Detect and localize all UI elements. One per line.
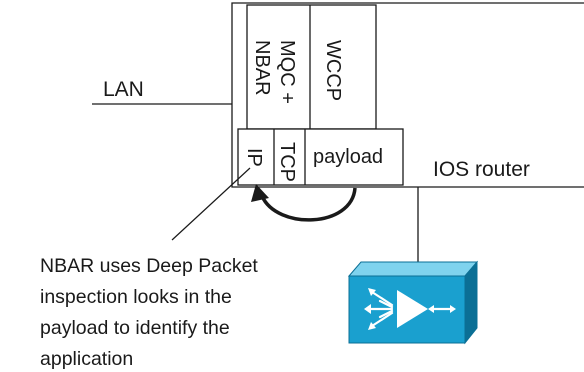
callout-line-3: payload to identify the bbox=[40, 317, 230, 339]
feature-stack-frame bbox=[246, 4, 377, 130]
router-label: IOS router bbox=[433, 158, 530, 181]
content-engine-icon bbox=[347, 260, 479, 345]
inspection-arrowhead bbox=[251, 184, 269, 202]
inspection-curve bbox=[260, 187, 357, 222]
packet-payload-label: payload bbox=[313, 146, 383, 168]
packet-frame bbox=[237, 128, 404, 186]
callout-line-4: application bbox=[40, 348, 133, 370]
stack-wccp-label: WCCP bbox=[322, 40, 344, 101]
callout-line-1: NBAR uses Deep Packet bbox=[40, 255, 258, 277]
lan-label: LAN bbox=[103, 78, 144, 101]
callout-line-2: inspection looks in the bbox=[40, 286, 232, 308]
packet-ip-label: IP bbox=[243, 148, 265, 167]
callout-line bbox=[171, 167, 251, 241]
router-outline bbox=[231, 2, 584, 188]
stack-mqc-label: MQC + bbox=[276, 40, 298, 104]
packet-tcp-label: TCP bbox=[276, 142, 298, 182]
stack-nbar-label: NBAR bbox=[251, 40, 273, 96]
